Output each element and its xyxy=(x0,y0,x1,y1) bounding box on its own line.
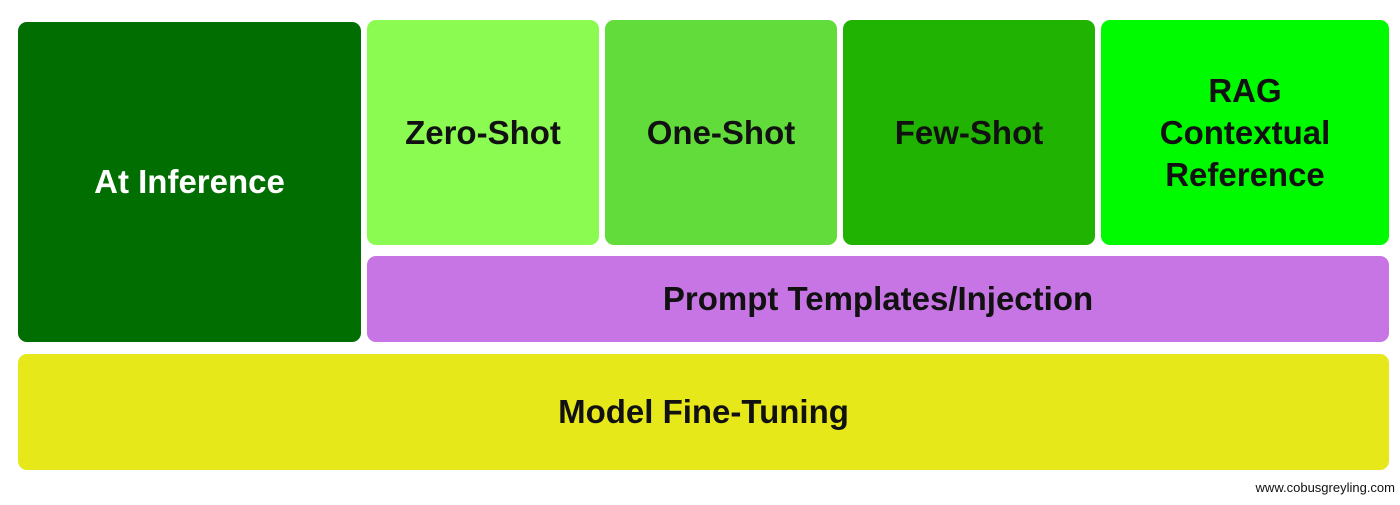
model-fine-tuning-label: Model Fine-Tuning xyxy=(558,393,849,430)
few-shot-block: Few-Shot xyxy=(843,20,1095,245)
model-fine-tuning-block: Model Fine-Tuning xyxy=(18,354,1389,470)
few-shot-label: Few-Shot xyxy=(894,113,1044,151)
rag-contextual-reference-block: RAG Contextual Reference xyxy=(1101,20,1389,245)
at-inference-label: At Inference xyxy=(94,163,285,200)
one-shot-label: One-Shot xyxy=(646,113,796,151)
one-shot-block: One-Shot xyxy=(605,20,837,245)
rag-label-line-1: RAG xyxy=(1208,71,1282,109)
prompt-templates-label: Prompt Templates/Injection xyxy=(662,280,1094,317)
prompt-templates-block: Prompt Templates/Injection xyxy=(367,256,1389,342)
zero-shot-block: Zero-Shot xyxy=(367,20,599,245)
rag-label-line-2: Contextual xyxy=(1159,113,1331,151)
at-inference-block: At Inference xyxy=(18,22,361,342)
rag-label-line-3: Reference xyxy=(1165,155,1325,193)
zero-shot-label: Zero-Shot xyxy=(405,113,561,151)
website-credit: www.cobusgreyling.com xyxy=(1255,480,1395,495)
